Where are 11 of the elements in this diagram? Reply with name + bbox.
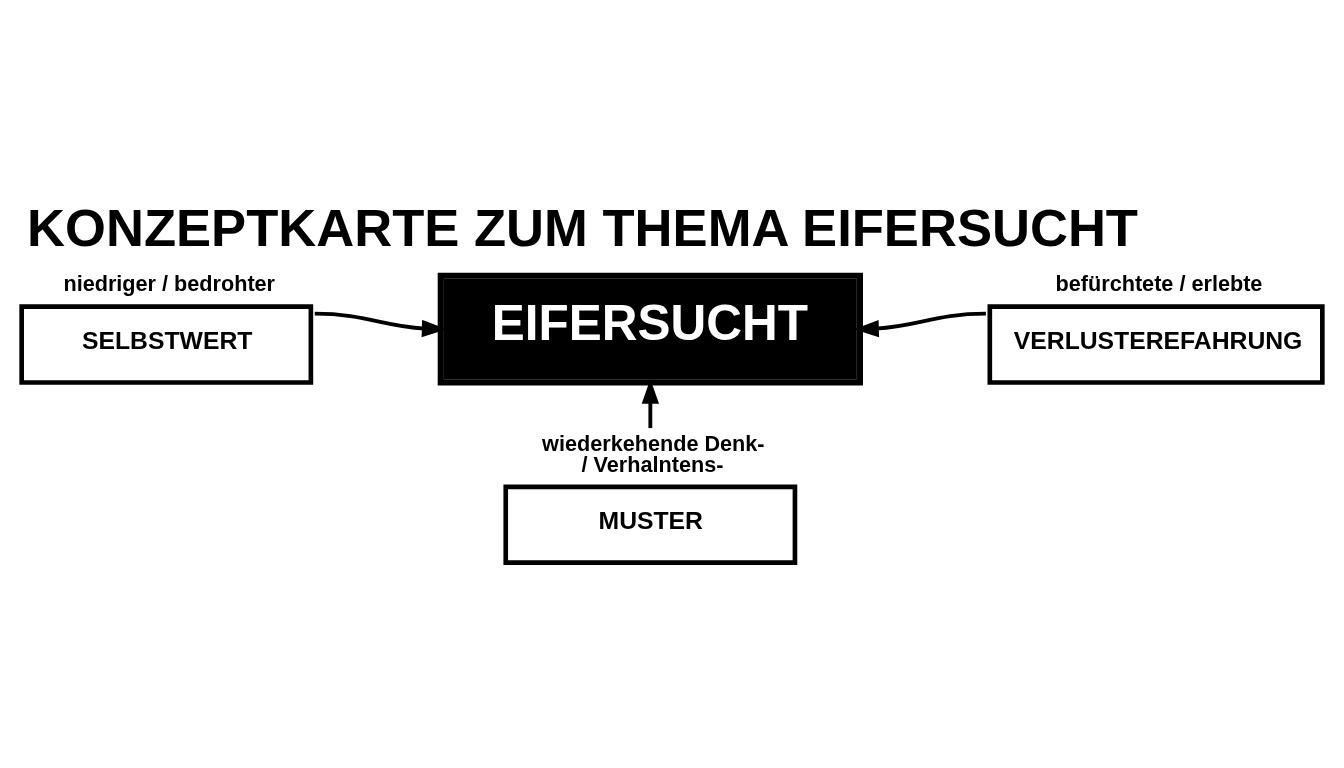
node-box: VERLUSTEREFAHRUNG <box>987 304 1325 385</box>
arrow <box>854 311 986 338</box>
node-box: EIFERSUCHT <box>437 272 863 386</box>
node-label: befürchtete / erlebte <box>1055 270 1263 296</box>
node-label: niedriger / bedrohter <box>63 270 276 296</box>
diagram-title: KONZEPTKARTE ZUM THEMA EIFERSUCHT <box>27 197 1139 257</box>
node-box: MUSTER <box>503 484 798 565</box>
node-label: wiederkehende Denk- / Verhalntens- <box>542 430 765 478</box>
arrow <box>314 311 447 338</box>
node-box: SELBSTWERT <box>19 304 314 385</box>
arrow <box>641 378 660 429</box>
